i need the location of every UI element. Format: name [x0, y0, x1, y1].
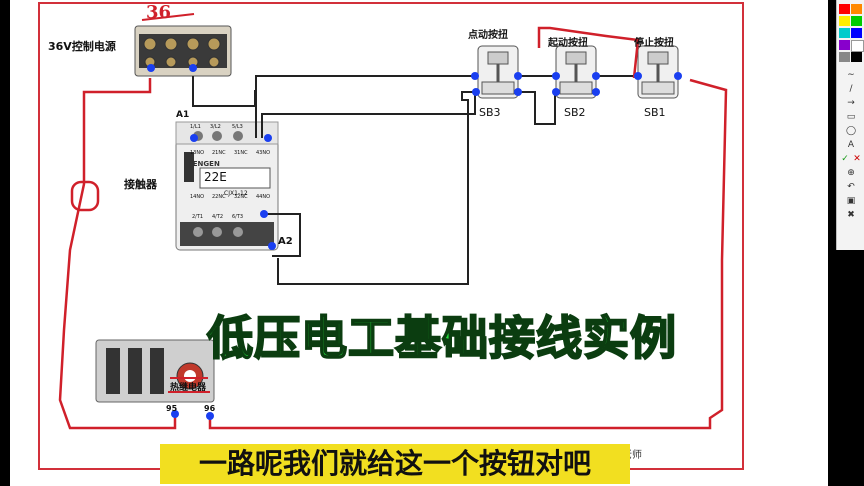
contactor-aux-terminal-bottom: 22NC — [212, 194, 226, 200]
relay-terminal-96: 96 — [204, 404, 216, 413]
sb2-code: SB2 — [564, 106, 586, 119]
contactor-aux-terminal-bottom: 44NO — [256, 194, 271, 200]
color-swatch-white[interactable] — [851, 40, 864, 52]
color-swatch-cyan[interactable] — [839, 28, 850, 38]
color-swatch-blue[interactable] — [851, 28, 862, 38]
undo-icon[interactable]: ↶ — [847, 182, 855, 192]
thermal-relay-device — [95, 339, 215, 403]
contactor-type: CJX1-12 — [224, 190, 248, 197]
wiring-diagram — [58, 13, 728, 430]
zoom-icon[interactable]: ⊕ — [847, 168, 855, 178]
contactor-device — [175, 121, 279, 251]
rect-icon[interactable]: ▭ — [846, 112, 856, 122]
check-icon[interactable]: ✓ — [841, 154, 849, 164]
contactor-label: 接触器 — [124, 178, 157, 191]
text-icon[interactable]: A — [847, 140, 855, 150]
contactor-aux-terminal: 43NO — [256, 150, 271, 156]
button-sb1 — [637, 45, 679, 99]
annotation-toolbar: ∼ / → ▭ ◯ A ✓ ✕ ⊕ ↶ ▣ ✖ — [836, 0, 864, 250]
contactor-load-terminal: 2/T1 — [192, 214, 204, 220]
contactor-top-terminal: 3/L2 — [210, 124, 221, 130]
color-swatch-green[interactable] — [851, 16, 862, 26]
sb3-name: 点动按扭 — [468, 30, 508, 41]
power-terminal-block — [134, 25, 232, 77]
sb1-code: SB1 — [644, 106, 666, 119]
contactor-aux-terminal-bottom: 14NO — [190, 194, 205, 200]
contactor-a1-label: A1 — [176, 110, 190, 120]
subtitle-caption: 一路呢我们就给这一个按钮对吧 — [160, 444, 630, 484]
relay-label: 热继电器 — [170, 383, 207, 393]
relay-terminal-95: 95 — [166, 404, 178, 413]
video-title-overlay: 低压电工基础接线实例 — [206, 310, 677, 366]
sb3-code: SB3 — [479, 106, 501, 119]
contactor-model: 22E — [204, 170, 227, 184]
red-annotation-circle — [70, 180, 100, 212]
color-swatch-purple[interactable] — [839, 40, 850, 50]
ellipse-icon[interactable]: ◯ — [845, 126, 857, 136]
color-swatch-red[interactable] — [839, 4, 850, 14]
hidden-text-fragment: 老师 — [622, 450, 642, 461]
contactor-load-terminal: 6/T3 — [232, 214, 244, 220]
contactor-brand: TENGEN — [188, 160, 220, 168]
contactor-aux-terminal: 13NO — [190, 150, 205, 156]
contactor-top-terminal: 5/L3 — [232, 124, 243, 130]
arrow-icon[interactable]: → — [847, 98, 855, 108]
voltage-annotation: 36 — [146, 2, 172, 23]
contactor-aux-terminal: 31NC — [234, 150, 248, 156]
contactor-top-terminal: 1/L1 — [190, 124, 201, 130]
button-sb3 — [477, 45, 519, 99]
contactor-load-terminal: 4/T2 — [212, 214, 224, 220]
drawing-canvas: 36V控制电源 36 A1 A2 接触器 TENGEN 22E CJX1-12 … — [10, 0, 828, 486]
contactor-aux-terminal: 21NC — [212, 150, 226, 156]
line-icon[interactable]: / — [849, 84, 853, 94]
contactor-aux-terminal-bottom: 32NC — [234, 194, 248, 200]
cross-icon[interactable]: ✕ — [853, 154, 861, 164]
black-wires — [192, 75, 638, 285]
power-label: 36V控制电源 — [48, 40, 116, 53]
color-swatch-gray[interactable] — [839, 52, 850, 62]
button-sb2 — [555, 45, 597, 99]
blue-nodes — [147, 64, 682, 420]
delete-icon[interactable]: ✖ — [847, 210, 855, 220]
color-swatch-black[interactable] — [851, 52, 862, 62]
contactor-a2-label: A2 — [278, 236, 293, 247]
pen-icon[interactable]: ∼ — [847, 70, 855, 80]
save-icon[interactable]: ▣ — [846, 196, 856, 206]
color-swatch-orange[interactable] — [851, 4, 862, 14]
red-wires — [58, 26, 728, 430]
voltage-underline — [141, 13, 195, 21]
color-swatch-yellow[interactable] — [839, 16, 850, 26]
sb1-name: 停止按扭 — [634, 38, 674, 49]
sb2-name: 起动按扭 — [548, 38, 588, 49]
